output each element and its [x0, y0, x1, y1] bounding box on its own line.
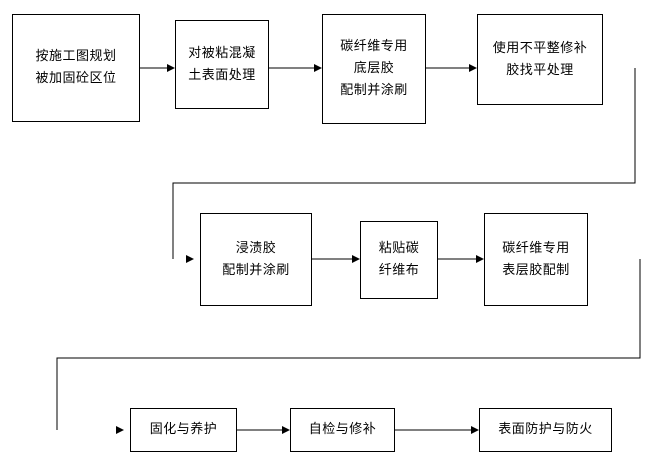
flowchart-node-n2: 对被粘混凝土表面处理	[175, 20, 269, 109]
node-label-line: 纤维布	[378, 263, 420, 278]
flowchart-node-n10: 表面防护与防火	[479, 408, 612, 452]
flowchart-node-n3: 碳纤维专用底层胶配制并涂刷	[322, 14, 426, 124]
node-label-line: 胶找平处理	[506, 62, 574, 78]
node-label-line: 使用不平整修补	[492, 40, 588, 56]
arrowhead-n4-to-n5	[186, 255, 194, 263]
node-label-line: 底层胶	[353, 61, 395, 76]
node-label-line: 粘贴碳	[378, 241, 420, 256]
arrowhead-n5-to-n6	[352, 255, 360, 263]
arrowhead-n8-to-n9	[282, 426, 290, 434]
node-label-line: 自检与修补	[308, 422, 377, 437]
arrowhead-n3-to-n4	[469, 64, 477, 72]
flowchart-node-n1: 按施工图规划被加固砼区位	[12, 14, 140, 122]
flowchart-node-n6: 粘贴碳纤维布	[360, 221, 438, 299]
node-label-line: 配制并涂刷	[340, 83, 408, 98]
flowchart-node-n8: 固化与养护	[130, 408, 237, 452]
arrowhead-n6-to-n7	[476, 255, 484, 263]
arrowhead-n1-to-n2	[167, 64, 175, 72]
flowchart-node-n4: 使用不平整修补胶找平处理	[477, 14, 603, 105]
node-label-line: 对被粘混凝	[188, 45, 256, 61]
flowchart-node-n5: 浸渍胶配制并涂刷	[200, 213, 312, 306]
node-label-line: 碳纤维专用	[502, 240, 570, 256]
node-label-line: 碳纤维专用	[340, 39, 408, 54]
arrowhead-n7-to-n8	[116, 426, 124, 434]
node-label-line: 土表面处理	[188, 67, 256, 83]
node-label-line: 表层胶配制	[502, 262, 570, 278]
arrowhead-n9-to-n10	[471, 426, 479, 434]
node-label-line: 配制并涂刷	[222, 262, 290, 278]
node-label-line: 浸渍胶	[235, 240, 277, 256]
arrowhead-n2-to-n3	[314, 64, 322, 72]
node-label-line: 被加固砼区位	[35, 71, 117, 86]
flowchart-node-n9: 自检与修补	[290, 408, 395, 452]
node-label-line: 表面防护与防火	[498, 422, 593, 437]
flowchart-node-n7: 碳纤维专用表层胶配制	[484, 213, 588, 306]
node-label-line: 固化与养护	[149, 422, 218, 437]
node-label-line: 按施工图规划	[35, 49, 117, 64]
